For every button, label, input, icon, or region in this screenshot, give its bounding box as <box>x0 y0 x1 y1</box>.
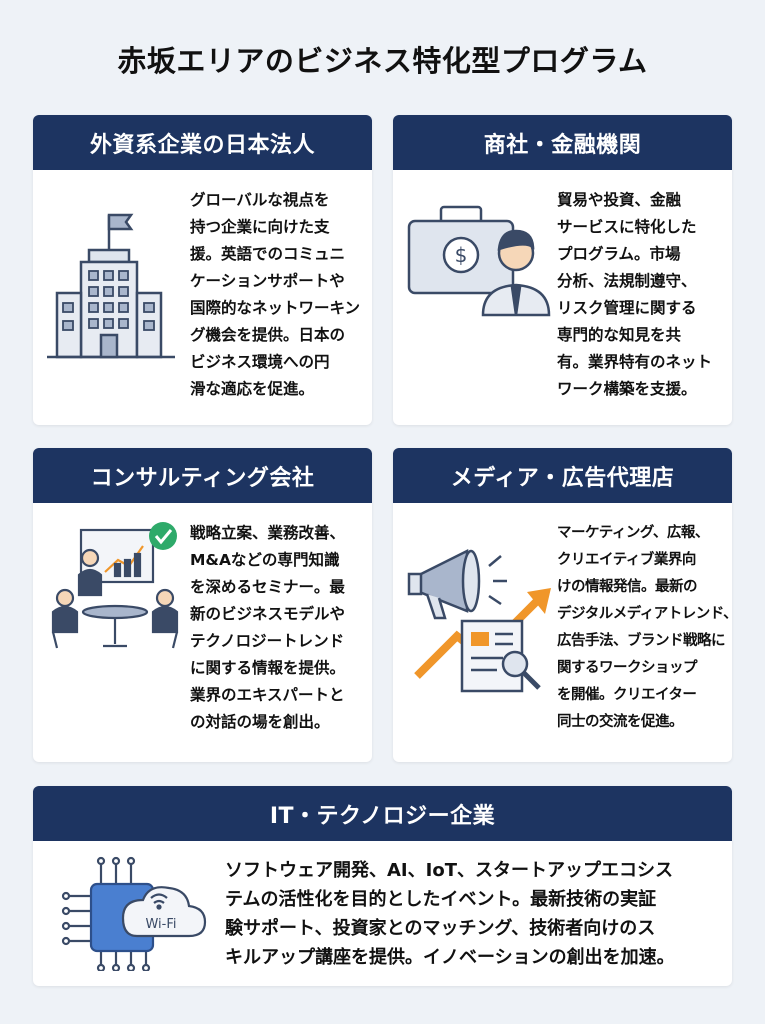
text-line: を開催。クリエイター <box>557 687 697 703</box>
text-line: グローバルな視点を <box>190 191 330 209</box>
text-line: 験サポート、投資家とのマッチング、技術者向けのス <box>225 918 656 939</box>
svg-text:$: $ <box>455 243 468 267</box>
text-line: けの情報発信。最新の <box>557 579 698 595</box>
text-line: 貿易や投資、金融 <box>557 191 682 209</box>
card-heading: 商社・金融機関 <box>393 115 732 170</box>
text-line: に関する情報を提供。 <box>190 659 346 677</box>
card-foreign-corporations: 外資系企業の日本法人 グローバルな視点を持つ企業に向けた支援。英語でのコミュニケ… <box>33 115 372 425</box>
text-line: 関するワークショップ <box>557 660 698 676</box>
text-line: リスク管理に関する <box>557 299 697 317</box>
text-line: 同士の交流を促進。 <box>557 714 684 730</box>
meeting-presentation-check-icon <box>51 522 179 649</box>
text-line: 滑な適応を促進。 <box>190 380 315 398</box>
text-line: 分析、法規制遵守、 <box>557 272 697 290</box>
text-line: を深めるセミナー。最 <box>190 578 345 596</box>
card-media-advertising: メディア・広告代理店 マーケティング、広報、クリエイティブ業界向けの情報発信。最… <box>393 448 732 762</box>
card-description: マーケティング、広報、クリエイティブ業界向けの情報発信。最新のデジタルメディアト… <box>557 520 732 736</box>
office-building-flag-icon <box>47 213 175 359</box>
text-line: M&Aなどの専門知識 <box>190 551 340 569</box>
card-description: ソフトウェア開発、AI、IoT、スタートアップエコシステムの活性化を目的としたイ… <box>225 856 675 972</box>
text-line: 専門的な知見を共 <box>557 326 682 344</box>
text-line: グ機会を提供。日本の <box>190 326 346 344</box>
text-line: 国際的なネットワーキン <box>190 299 361 317</box>
text-line: 戦略立案、業務改善、 <box>190 524 346 542</box>
card-description: グローバルな視点を持つ企業に向けた支援。英語でのコミュニケーションサポートや国際… <box>190 187 360 403</box>
text-line: サービスに特化した <box>557 218 697 236</box>
text-line: 広告手法、ブランド戦略に <box>557 633 726 649</box>
card-heading: IT・テクノロジー企業 <box>33 786 732 841</box>
text-line: プログラム。市場 <box>557 245 681 263</box>
text-line: 新のビジネスモデルや <box>190 605 346 623</box>
text-line: ワーク構築を支援。 <box>557 380 697 398</box>
text-line: ビジネス環境への円 <box>190 353 330 371</box>
chip-cloud-wifi-icon: Wi-Fi <box>61 856 207 971</box>
card-it-technology: IT・テクノロジー企業 Wi-Fi ソフトウェア開発、AI、IoT、スタートアッ… <box>33 786 732 986</box>
text-line: の対話の場を創出。 <box>190 713 330 731</box>
page-title: 赤坂エリアのビジネス特化型プログラム <box>117 44 648 78</box>
text-line: クリエイティブ業界向 <box>557 552 696 568</box>
card-heading: コンサルティング会社 <box>33 448 372 503</box>
text-line: テクノロジートレンド <box>190 632 345 650</box>
text-line: 業界のエキスパートと <box>190 686 345 704</box>
text-line: ケーションサポートや <box>190 272 345 290</box>
wifi-label: Wi-Fi <box>145 917 176 932</box>
megaphone-document-trend-icon <box>407 548 551 693</box>
text-line: 援。英語でのコミュニ <box>190 245 346 263</box>
text-line: 持つ企業に向けた支 <box>190 218 330 236</box>
text-line: ソフトウェア開発、AI、IoT、スタートアップエコシス <box>225 860 673 881</box>
card-description: 貿易や投資、金融サービスに特化したプログラム。市場分析、法規制遵守、リスク管理に… <box>557 187 712 403</box>
card-trading-finance: 商社・金融機関 $ 貿易や投資、金融サービスに特化したプログラム。市場分析、法規… <box>393 115 732 425</box>
text-line: キルアップ講座を提供。イノベーションの創出を加速。 <box>225 947 675 968</box>
text-line: テムの活性化を目的としたイベント。最新技術の実証 <box>225 889 657 910</box>
card-description: 戦略立案、業務改善、 M&Aなどの専門知識を深めるセミナー。最新のビジネスモデルや… <box>190 520 345 736</box>
card-heading: メディア・広告代理店 <box>393 448 732 503</box>
briefcase-dollar-businessman-icon: $ <box>407 205 551 317</box>
text-line: デジタルメディアトレンド、 <box>557 606 732 622</box>
card-consulting: コンサルティング会社 戦略立案、業務改善、 M&Aなどの専門知識を深めるセミナー。… <box>33 448 372 762</box>
text-line: マーケティング、広報、 <box>557 525 709 541</box>
text-line: 有。業界特有のネット <box>557 353 713 371</box>
card-heading: 外資系企業の日本法人 <box>33 115 372 170</box>
